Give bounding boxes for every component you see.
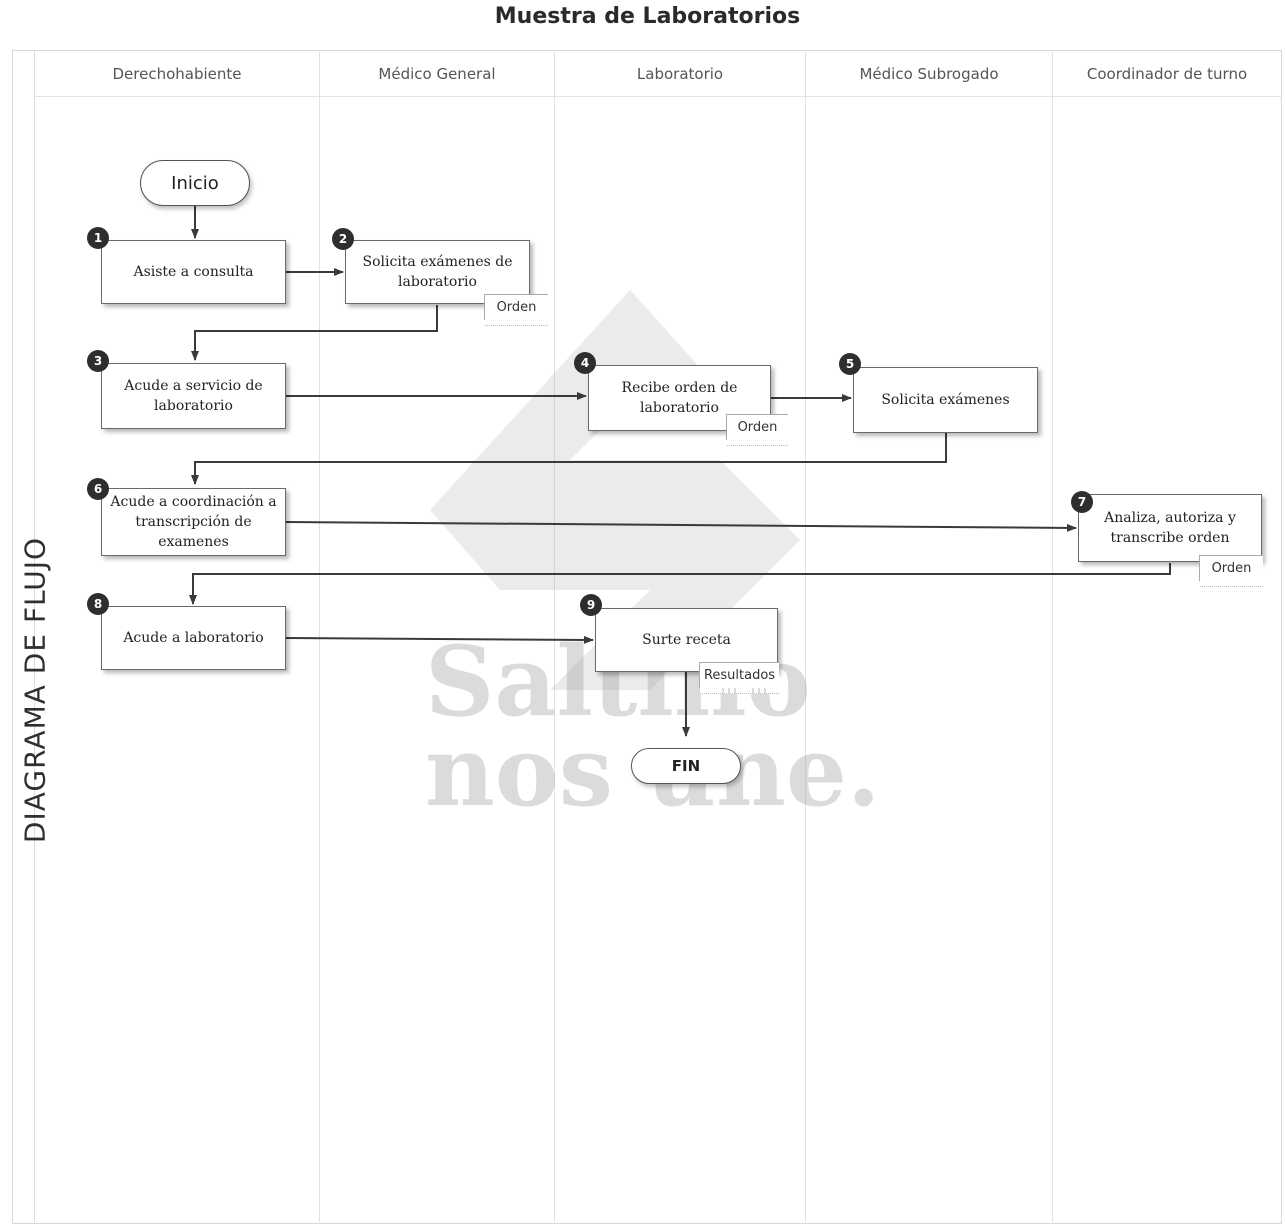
end-terminal: FIN — [631, 748, 741, 784]
page-title: Muestra de Laboratorios — [494, 4, 801, 29]
step-8-badge: 8 — [87, 593, 109, 615]
step-7-badge: 7 — [1071, 491, 1093, 513]
step-1-badge: 1 — [87, 227, 109, 249]
lane-divider — [805, 50, 806, 1222]
step-9-badge: 9 — [580, 594, 602, 616]
step-4-badge: 4 — [574, 352, 596, 374]
lane-header-coordinador: Coordinador de turno — [1053, 50, 1281, 97]
step-5-badge: 5 — [839, 353, 861, 375]
lane-header-derechohabiente: Derechohabiente — [35, 50, 319, 97]
document-orden: Orden — [726, 414, 788, 446]
document-orden: Orden — [484, 294, 548, 326]
step-2-badge: 2 — [332, 228, 354, 250]
lane-header-medico-subrogado: Médico Subrogado — [806, 50, 1052, 97]
lane-divider — [1052, 50, 1053, 1222]
step-7-box: Analiza, autoriza y transcribe orden — [1078, 494, 1262, 562]
start-terminal: Inicio — [140, 160, 250, 206]
step-1-box: Asiste a consulta — [101, 240, 286, 304]
arrow-2-to-3 — [191, 305, 438, 361]
arrow-6-to-7 — [285, 521, 1077, 532]
step-3-box: Acude a servicio de laboratorio — [101, 363, 286, 429]
step-2-box: Solicita exámenes de laboratorio — [345, 240, 530, 304]
arrow-7-to-8 — [189, 563, 1171, 605]
lane-header-laboratorio: Laboratorio — [555, 50, 805, 97]
diagram-frame — [12, 50, 1282, 1224]
arrow-8-to-9 — [285, 635, 594, 644]
arrow-5-to-6 — [191, 433, 947, 485]
side-label-column: DIAGRAMA DE FLUJO — [12, 50, 52, 1222]
lane-divider — [554, 50, 555, 1222]
lane-header-medico-general: Médico General — [320, 50, 554, 97]
document-resultados: Resultados — [699, 662, 779, 694]
step-6-badge: 6 — [87, 478, 109, 500]
lane-divider — [319, 50, 320, 1222]
step-6-box: Acude a coordinación a transcripción de … — [101, 488, 286, 556]
step-8-box: Acude a laboratorio — [101, 606, 286, 670]
step-5-box: Solicita exámenes — [853, 367, 1038, 433]
step-3-badge: 3 — [87, 350, 109, 372]
step-9-box: Surte receta — [595, 608, 778, 672]
document-orden: Orden — [1199, 555, 1263, 587]
